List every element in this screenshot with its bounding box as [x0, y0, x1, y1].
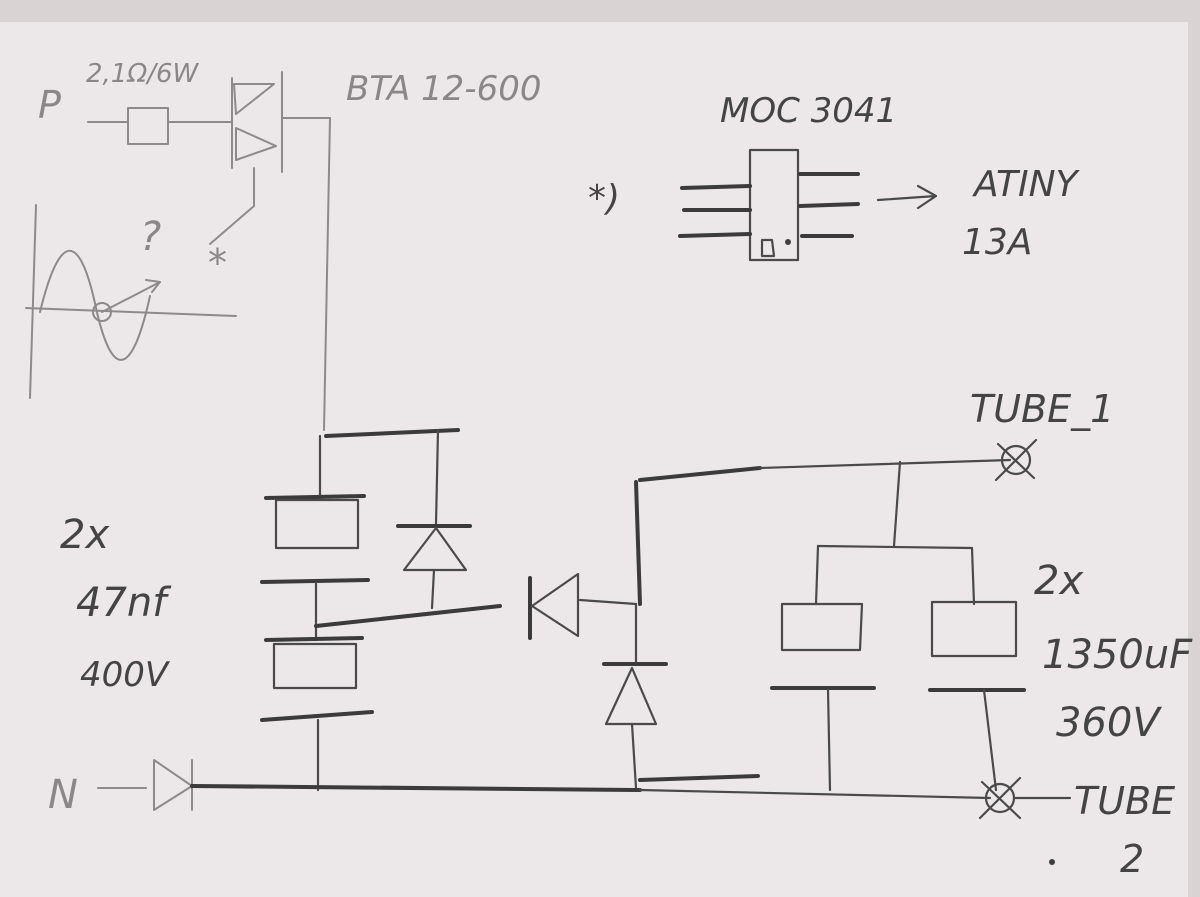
resistor-label: 2,1Ω/6W — [86, 59, 200, 89]
cap3-body — [780, 602, 864, 652]
cap-right-value: 1350uF — [1042, 632, 1193, 678]
tube1-terminal-cross — [994, 438, 1038, 482]
cap1-plate-top — [264, 494, 366, 500]
sine-wave — [39, 249, 151, 361]
opto-reference: *) — [588, 178, 620, 219]
n-diode-triangle — [153, 759, 193, 811]
stray-dot — [1049, 859, 1055, 865]
opto-notch — [760, 238, 776, 258]
diode2-triangle — [530, 572, 580, 638]
cap2-plate-bottom — [260, 710, 374, 722]
triac-gate-wire — [209, 167, 255, 245]
cap4-lead-bottom — [982, 688, 998, 792]
left-capacitor-stack — [260, 428, 460, 792]
optocoupler-label: MOC 3041 — [720, 91, 897, 131]
question-mark: ? — [140, 214, 161, 260]
tube2-terminal-cross — [978, 776, 1022, 820]
tube2-label-line1: TUBE — [1074, 779, 1175, 823]
sine-vertical-axis — [29, 204, 37, 399]
paper-sheet — [0, 22, 1188, 897]
cap2-plate-top — [264, 636, 364, 642]
top-bus-left — [638, 466, 762, 482]
opto-pin1-dot — [785, 239, 791, 245]
cap2-body — [272, 642, 358, 690]
rectifier-diode-vertical — [602, 602, 668, 790]
top-bus-right — [758, 458, 1012, 470]
tube1-terminal-circle — [1000, 444, 1032, 476]
cap1-plate-bottom — [260, 578, 370, 584]
p-terminal-group: P 2,1Ω/6W — [38, 59, 233, 145]
diode1-lead-bottom — [430, 568, 436, 610]
tube1-terminal — [994, 438, 1038, 482]
n-terminal-label: N — [48, 772, 78, 818]
tube1-label: TUBE_1 — [970, 387, 1114, 431]
neutral-rail-right — [638, 788, 992, 800]
cap-right-count: 2x — [1034, 558, 1083, 604]
mcu-label-line2: 13A — [962, 222, 1032, 263]
triac-label: BTA 12-600 — [346, 69, 541, 109]
sine-horizontal-axis — [25, 307, 237, 317]
cap3-lead-top — [814, 544, 820, 606]
cap-left-count: 2x — [60, 512, 109, 558]
cap-left-voltage: 400V — [80, 655, 171, 695]
diode2-lead-right — [578, 598, 638, 606]
tube2-terminal — [978, 776, 1072, 820]
zero-crossing-marker — [92, 302, 112, 322]
node-vertical-wire — [634, 480, 642, 606]
doubler-diode-horizontal — [528, 572, 638, 640]
top-bus-wire — [324, 428, 460, 438]
n-terminal-group: N — [48, 759, 193, 818]
zero-crossing-arrow — [101, 279, 161, 313]
arrow-to-mcu — [876, 184, 938, 210]
neutral-rail-mid — [638, 774, 760, 782]
opto-pin-left-1 — [680, 184, 752, 190]
asterisk-label: * — [208, 241, 227, 285]
diode1-lead-top — [434, 428, 440, 526]
bank-top-bar — [816, 544, 974, 550]
p-terminal-label: P — [38, 83, 61, 127]
resistor-symbol — [127, 107, 169, 145]
sine-sketch: ? * — [25, 204, 237, 399]
cap-left-value: 47nf — [76, 580, 172, 626]
doubler-diode-vertical — [396, 428, 472, 610]
right-capacitor-bank — [770, 460, 1026, 792]
triac-triangle-up — [233, 83, 275, 115]
triac-symbol: BTA 12-600 — [209, 69, 541, 245]
opto-pin-left-3 — [678, 232, 752, 238]
cap4-lead-top — [970, 546, 976, 606]
cap1-body — [274, 498, 360, 550]
cap4-body — [930, 600, 1018, 658]
opto-pin-right-2 — [798, 202, 860, 208]
bank-feed-wire — [892, 460, 902, 548]
optocoupler-symbol — [678, 148, 860, 262]
triac-to-cap-wire — [323, 117, 331, 431]
neutral-rail-left — [190, 784, 642, 792]
mcu-label-line1: ATINY — [972, 164, 1081, 205]
tube2-label-line2: 2 — [1120, 837, 1144, 881]
cap3-lead-bottom — [826, 688, 832, 792]
triac-triangle-down — [235, 127, 277, 161]
mid-node-wire — [314, 604, 502, 628]
opto-body — [748, 148, 800, 262]
diode3-lead-bottom — [630, 722, 638, 790]
cap-right-voltage: 360V — [1056, 700, 1162, 746]
